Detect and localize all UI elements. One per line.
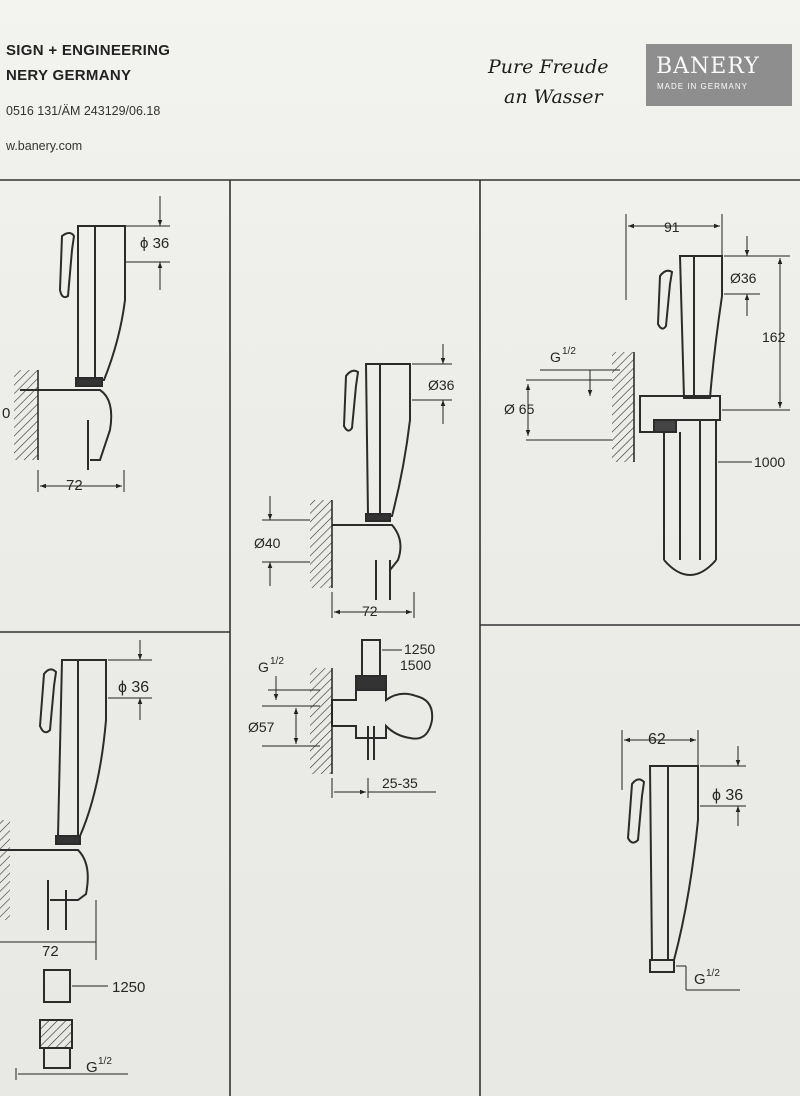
dim-thread-g: G: [550, 349, 561, 365]
dim-width-72: 72: [66, 477, 83, 494]
company-line: NERY GERMANY: [6, 67, 132, 84]
dim-partial: 0: [2, 405, 10, 422]
dim-width-62: 62: [648, 731, 666, 748]
dim-width-72: 72: [362, 603, 378, 619]
dim-thread-fraction: 1/2: [706, 968, 720, 979]
dim-thread-fraction: 1/2: [98, 1056, 112, 1067]
drawing-top-right: 91 Ø36 162 G 1/2 Ø 65 1000: [504, 214, 790, 576]
panel-grid: [0, 179, 800, 1096]
dim-thread-fraction: 1/2: [270, 656, 284, 667]
dim-height-162: 162: [762, 329, 786, 345]
dim-flange-dia-57: Ø57: [248, 719, 275, 735]
dim-width-91: 91: [664, 219, 680, 235]
dim-dia-36: ϕ 36: [140, 235, 169, 252]
logo-name: BANERY: [656, 54, 760, 79]
slogan-line-2: an Wasser: [504, 86, 603, 108]
dim-hose-1000: 1000: [754, 454, 785, 470]
slogan-line-1: Pure Freude: [488, 56, 609, 78]
website-link[interactable]: w.banery.com: [6, 139, 83, 153]
dim-thread-g: G: [86, 1059, 98, 1076]
dim-hose-1500: 1500: [400, 657, 431, 673]
document-code: 0516 131/ÄM 243129/06.18: [6, 104, 161, 118]
drawing-bottom-left: ϕ 36 72 1250 G 1/2: [0, 640, 152, 1080]
drawing-bottom-right: 62 ϕ 36 G 1/2: [621, 730, 746, 991]
dim-dia-36: Ø36: [428, 377, 455, 393]
drawing-angle-valve: 1250 1500 G 1/2 Ø57 25-35: [248, 639, 436, 798]
drawing-top-middle: Ø36 Ø40 72: [254, 344, 455, 619]
design-engineering-line: SIGN + ENGINEERING: [6, 42, 171, 59]
sheet-header: SIGN + ENGINEERING NERY GERMANY 0516 131…: [0, 0, 800, 180]
dim-thread-g: G: [258, 659, 269, 675]
dim-hose-1250: 1250: [112, 979, 145, 996]
dim-thread-fraction: 1/2: [562, 346, 576, 357]
dim-dia-36: ϕ 36: [712, 787, 743, 804]
dim-dia-40: Ø40: [254, 535, 281, 551]
logo-tagline: MADE IN GERMANY: [657, 82, 749, 91]
brand-logo: BANERY MADE IN GERMANY: [646, 44, 792, 106]
dim-dia-36: Ø36: [730, 270, 757, 286]
dim-dia-36: ϕ 36: [118, 679, 149, 696]
drawing-top-left: ϕ 36 0 72: [2, 196, 170, 494]
dim-flange-dia: Ø 65: [504, 401, 535, 417]
dim-depth-25-35: 25-35: [382, 775, 418, 791]
dim-width-72: 72: [42, 943, 59, 960]
dim-thread-g: G: [694, 971, 706, 988]
dim-hose-1250: 1250: [404, 641, 435, 657]
